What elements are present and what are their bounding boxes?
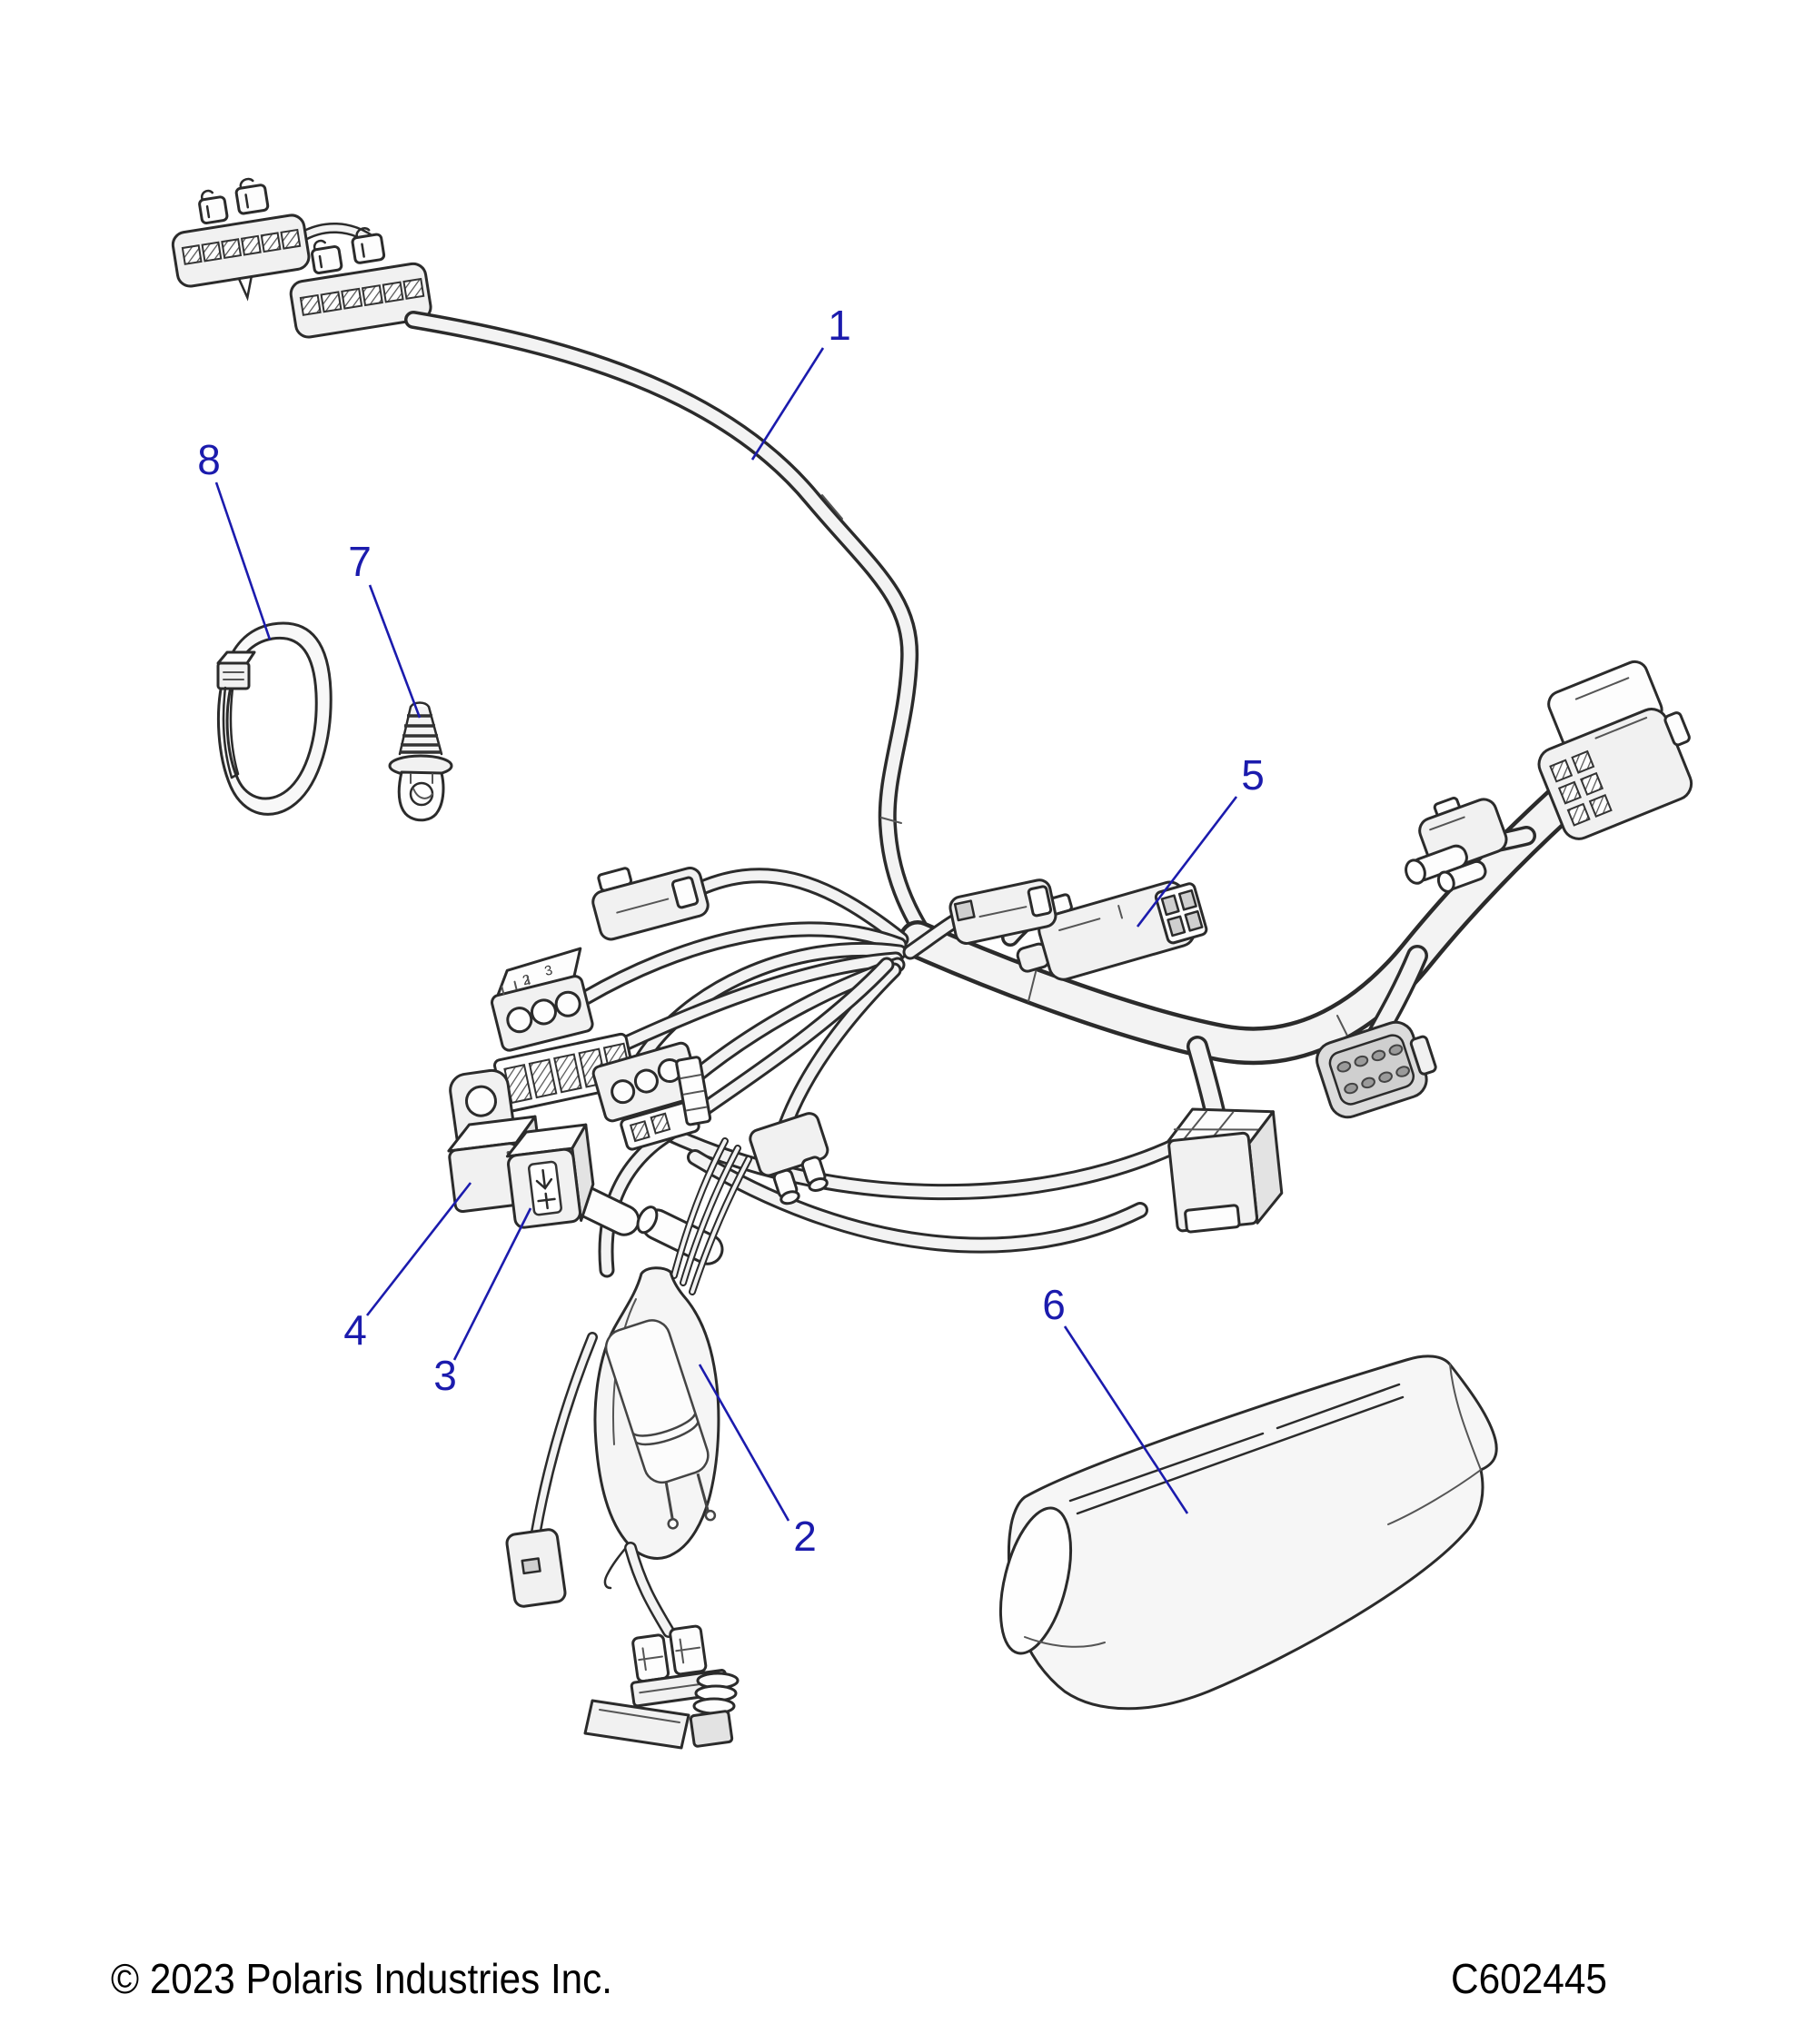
bulb-socket-connector <box>583 1624 740 1750</box>
callout-3-label: 3 <box>433 1352 457 1399</box>
callout-2-leader <box>698 1364 790 1522</box>
callout-4-leader <box>365 1182 472 1316</box>
cable-tie-item-8 <box>216 621 333 816</box>
callout-1-label: 1 <box>828 302 851 349</box>
callout-1-leader <box>750 347 825 461</box>
dual-connector-block <box>171 177 432 339</box>
flag-terminal-right <box>948 878 1057 945</box>
callouts: 1 2 3 4 5 6 7 8 <box>197 302 1265 1560</box>
two-pin-barrel-connector <box>1405 797 1508 893</box>
callout-5-leader <box>1136 796 1238 928</box>
three-pin-connector-a: 2 3 <box>490 947 594 1052</box>
callout-3-leader <box>452 1207 532 1361</box>
push-rivet-item-7 <box>388 701 453 822</box>
figure-code: C602445 <box>1451 1955 1607 2002</box>
multi-pin-connector-left <box>171 177 311 302</box>
flag-terminal-upper <box>591 867 710 941</box>
fuse-inner-cylinder <box>604 1319 717 1530</box>
inline-fuse-item-2 <box>505 1137 752 1750</box>
ladder-strip <box>675 1056 712 1126</box>
callout-7-label: 7 <box>348 538 372 585</box>
flag-connector-item-5 <box>1016 880 1208 981</box>
multi-pin-connector-right <box>289 227 432 339</box>
main-harness-cable <box>404 311 939 954</box>
copyright-text: © 2023 Polaris Industries Inc. <box>111 1955 612 2002</box>
callout-7-leader <box>368 584 422 719</box>
right-end-connector <box>1537 660 1693 840</box>
connector-item-3 <box>505 1123 595 1229</box>
small-rect-connector <box>505 1528 567 1608</box>
two-pin-small-connector <box>749 1112 829 1206</box>
callout-6-label: 6 <box>1042 1281 1066 1328</box>
boot-opening <box>999 1506 1072 1655</box>
cover-boot-item-6 <box>999 1354 1498 1711</box>
callout-6-leader <box>1063 1325 1189 1514</box>
callout-5-label: 5 <box>1241 751 1265 799</box>
callout-8-label: 8 <box>197 436 221 483</box>
callout-2-label: 2 <box>793 1513 817 1560</box>
box-connector <box>1167 1107 1284 1234</box>
callout-8-leader <box>214 481 272 640</box>
callout-4-label: 4 <box>343 1306 367 1354</box>
footer: © 2023 Polaris Industries Inc. C602445 <box>111 1955 1607 2002</box>
three-pin-connector-b <box>591 1041 701 1151</box>
pin-marking-3: 3 <box>543 963 554 980</box>
connector-cluster: 2 3 <box>449 867 1057 1265</box>
gray-multipin-connector <box>1316 1020 1437 1119</box>
